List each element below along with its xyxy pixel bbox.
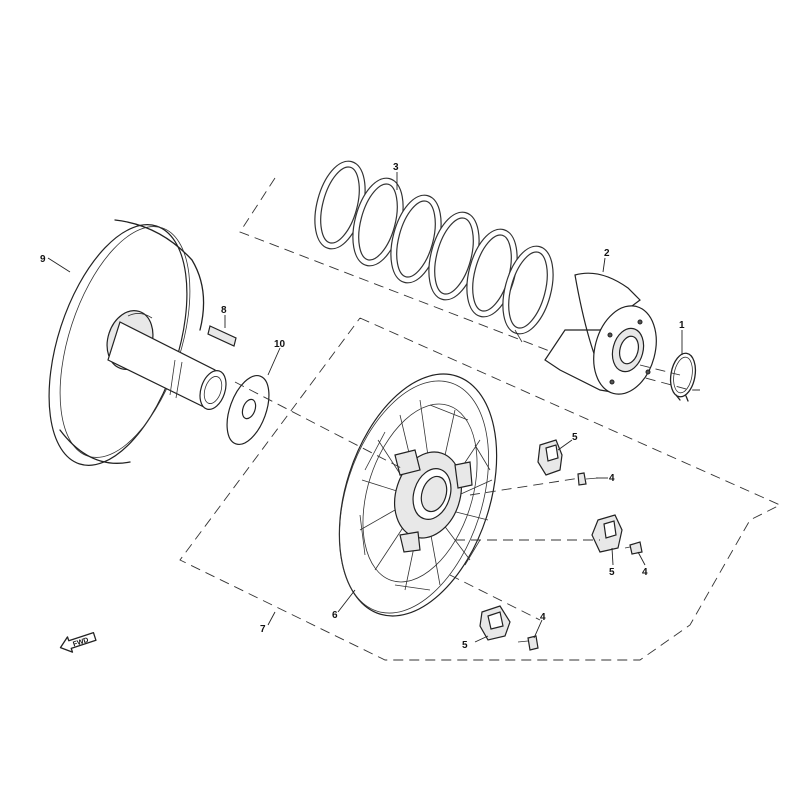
callout-10: 10 [274,339,286,350]
centerlines [234,364,681,621]
movable-sheave-part-6 [338,373,498,617]
slider-part-5b [591,514,623,553]
fwd-arrow-icon: FWD [59,632,97,653]
leader-lines [47,172,683,643]
screw-part-4b [624,541,643,555]
callout-9: 9 [40,254,46,265]
fixed-sheave-part-9 [48,219,227,466]
callout-4c: 4 [540,612,546,623]
callout-5b: 5 [609,567,615,578]
screw-part-4a [577,472,599,486]
callout-8: 8 [221,305,227,316]
screw-part-4c [517,635,539,651]
callout-4a: 4 [609,473,615,484]
callout-2: 2 [604,248,610,259]
circlip-part-1 [669,352,697,402]
key-part-8 [207,325,237,347]
slider-part-5a [537,439,563,476]
callout-3: 3 [393,162,399,173]
callout-7: 7 [260,624,266,635]
callout-6: 6 [332,610,338,621]
callout-5a: 5 [572,432,578,443]
spring-seat-part-2 [544,272,657,395]
spring-part-3 [314,160,554,343]
callout-4b: 4 [642,567,648,578]
callout-5c: 5 [462,640,468,651]
washer-part-10 [226,375,270,445]
assembly-outline-lower [179,317,782,661]
callout-1: 1 [679,320,685,331]
slider-part-5c [479,605,511,641]
fwd-label: FWD [72,637,89,649]
